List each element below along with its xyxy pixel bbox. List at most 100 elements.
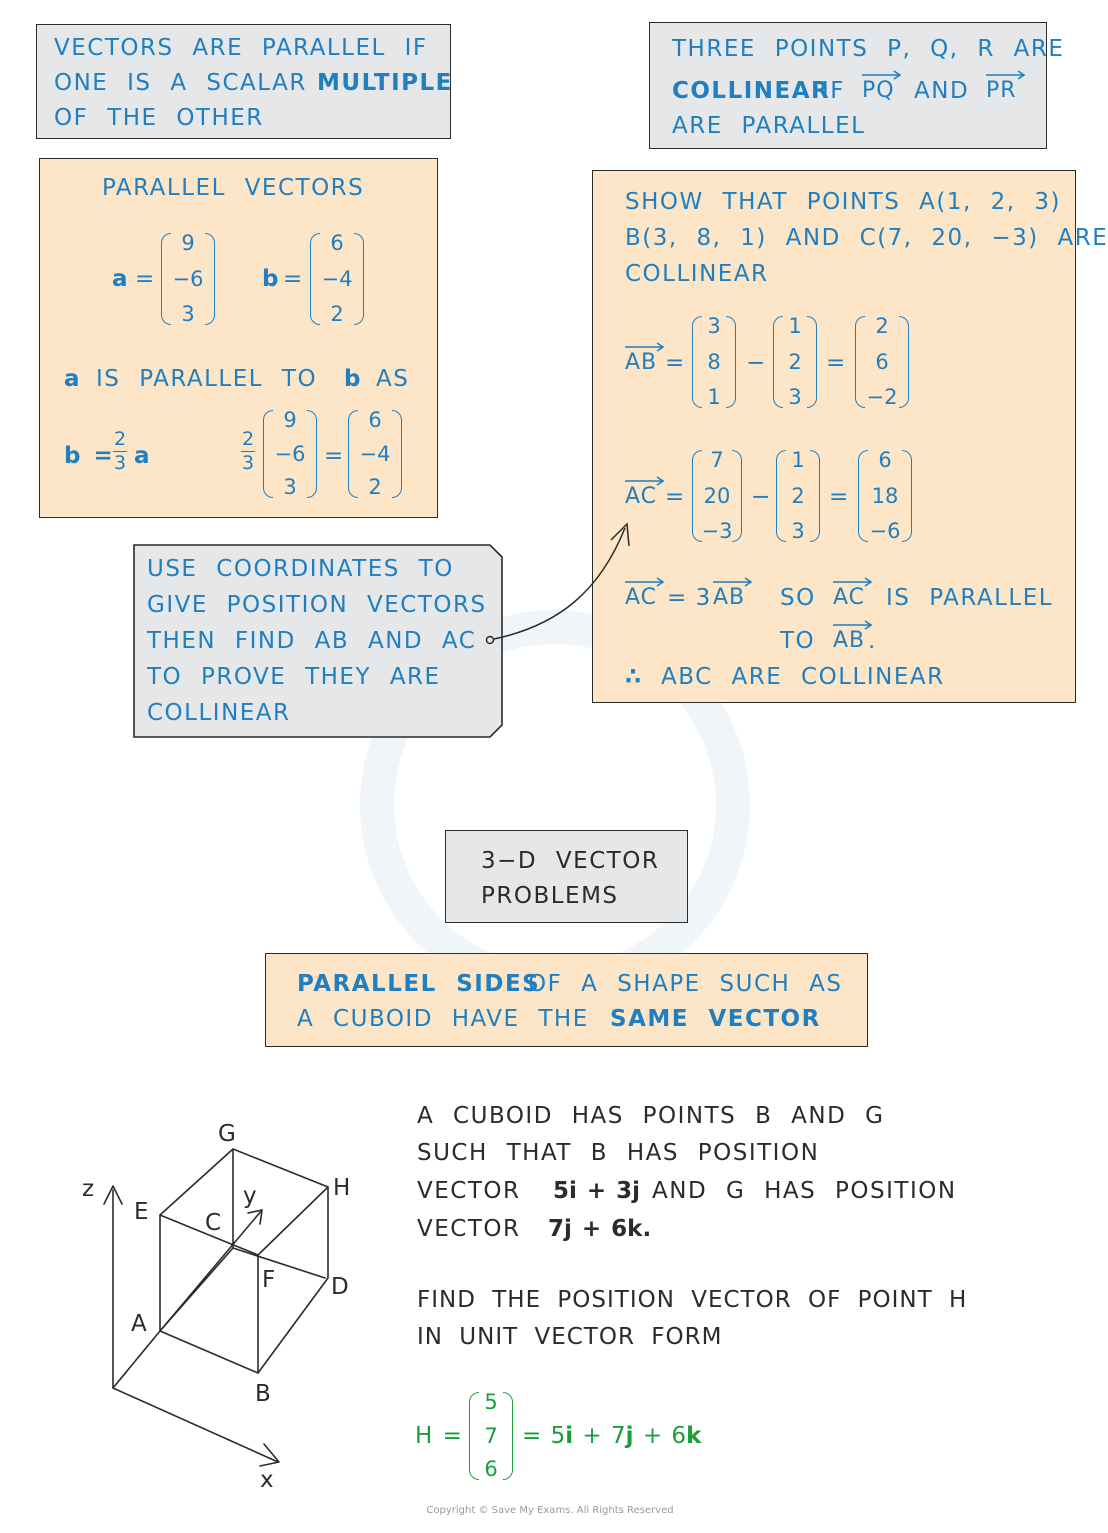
answer-j: j [625, 1423, 634, 1449]
cube-label-e: E [134, 1199, 149, 1225]
parallel-title: PARALLEL VECTORS [102, 175, 365, 201]
ac-label: AC [833, 585, 866, 610]
matrix-entry: 3 [283, 475, 297, 499]
stmt-as: AS [376, 366, 410, 392]
ab-label: AB [625, 350, 658, 375]
pq-label: PQ [862, 78, 895, 103]
def-multiple: MULTIPLE [317, 70, 453, 96]
vector-arrow-icon [713, 577, 753, 587]
equals-sign: = [665, 350, 686, 376]
pr-label: PR [986, 78, 1017, 103]
collinear-and: AND [914, 78, 970, 104]
fraction-two-thirds: 2 3 [241, 430, 255, 473]
vector-arrow-icon [833, 620, 873, 630]
problem-line-3a: VECTOR [417, 1178, 521, 1204]
parallel-sides-box [265, 953, 868, 1047]
matrix-entry: 6 [368, 408, 382, 432]
collinear-bold: COLLINEAR [672, 78, 831, 104]
cube-label-b: B [255, 1381, 271, 1407]
matrix-entry: −6 [869, 519, 901, 543]
vector-a-matrix: 9 −6 3 [161, 233, 215, 325]
matrix-entry: 6 [878, 448, 892, 472]
matrix-entry: 2 [875, 314, 889, 338]
def-line-1: VECTORS ARE PARALLEL IF [54, 35, 428, 61]
sides-line-1: OF A SHAPE SUCH AS [528, 971, 843, 997]
matrix-entry: 3 [788, 385, 802, 409]
concl-is-parallel: IS PARALLEL [886, 585, 1054, 611]
collinear-definition-box [649, 22, 1047, 149]
stmt-a: a [64, 366, 82, 392]
vector-ac: AC [833, 577, 873, 610]
collinear-line-1: THREE POINTS P, Q, R ARE [672, 36, 1065, 62]
vector-pr: PR [986, 70, 1026, 103]
equals-sign: = [135, 266, 156, 292]
vector-b-matrix: 6 −4 2 [310, 233, 364, 325]
matrix-entry: 2 [788, 349, 802, 374]
vector-ac: AC [625, 577, 665, 610]
matrix-entry: −3 [701, 519, 733, 543]
matrix-entry: −6 [274, 441, 306, 466]
concl-to: TO [780, 628, 816, 654]
problem-line-1: A CUBOID HAS POINTS B AND G [417, 1103, 885, 1129]
matrix-entry: 7 [710, 448, 724, 472]
hint-line-2: GIVE POSITION VECTORS [147, 592, 487, 618]
hint-line-5: COLLINEAR [147, 700, 291, 726]
def-line-3: OF THE OTHER [54, 105, 264, 131]
ab-label: AB [833, 628, 866, 653]
matrix-entry: 2 [791, 483, 805, 508]
frac-den: 3 [113, 452, 127, 474]
heading-3d-line-1: 3−D VECTOR [481, 848, 660, 874]
matrix-entry: 3 [707, 314, 721, 338]
answer-matrix: 5 7 6 [469, 1392, 513, 1480]
matrix-entry: 1 [707, 385, 721, 409]
cube-label-d: D [331, 1274, 349, 1300]
show-line-1: SHOW THAT POINTS A(1, 2, 3) [625, 189, 1061, 215]
answer-plus-6: + 6 [633, 1423, 687, 1449]
equals-sign: = [283, 266, 304, 292]
minus-sign: − [746, 350, 767, 376]
parallel-vectors-box [39, 158, 438, 518]
matrix-entry: 1 [791, 448, 805, 472]
matrix-entry: 6 [875, 349, 889, 374]
ab-matrix-result: 2 6 −2 [855, 316, 909, 408]
problem-vector-g: 7j + 6k. [548, 1216, 652, 1242]
matrix-entry: −6 [172, 266, 204, 291]
matrix-entry: 5 [484, 1390, 498, 1414]
show-line-3: COLLINEAR [625, 261, 769, 287]
b-equals: b = [64, 443, 115, 469]
vector-a-label: a [112, 266, 130, 292]
answer-unit-form: = 5i + 7j + 6k [522, 1425, 701, 1448]
matrix-entry: 8 [707, 349, 721, 374]
vector-pq: PQ [862, 70, 902, 103]
vector-arrow-icon [986, 70, 1026, 80]
cube-label-a: A [131, 1311, 147, 1337]
ac-label: AC [625, 585, 658, 610]
cube-label-h: H [333, 1175, 350, 1201]
a-suffix: a [134, 443, 152, 469]
answer-plus-7: + 7 [573, 1423, 626, 1449]
sides-line-2: A CUBOID HAVE THE [297, 1006, 589, 1032]
hint-tag-box [133, 544, 503, 738]
matrix-entry: −4 [359, 441, 391, 466]
rhs-matrix: 6 −4 2 [348, 410, 402, 498]
matrix-entry: 9 [283, 408, 297, 432]
problem-vector-b: 5i + 3j [553, 1178, 641, 1204]
collinear-line-3: ARE PARALLEL [672, 113, 866, 139]
vector-arrow-icon [625, 342, 665, 352]
frac-num: 2 [241, 428, 255, 450]
final-statement: ABC ARE COLLINEAR [661, 664, 945, 690]
collinear-example-box [592, 170, 1076, 703]
problem-line-4a: VECTOR [417, 1216, 521, 1242]
equals-sign: = [324, 443, 345, 469]
cube-label-c: C [205, 1210, 221, 1236]
sides-bold-1: PARALLEL SIDES [297, 971, 541, 997]
ab-label: AB [713, 585, 746, 610]
problem-line-3b: AND G HAS POSITION [652, 1178, 957, 1204]
hint-line-3: THEN FIND AB AND AC [147, 628, 477, 654]
vector-arrow-icon [625, 577, 665, 587]
answer-i: i [565, 1423, 574, 1449]
therefore-icon: ∴ [625, 664, 643, 690]
matrix-entry: 6 [484, 1457, 498, 1481]
frac-num: 2 [113, 428, 127, 450]
